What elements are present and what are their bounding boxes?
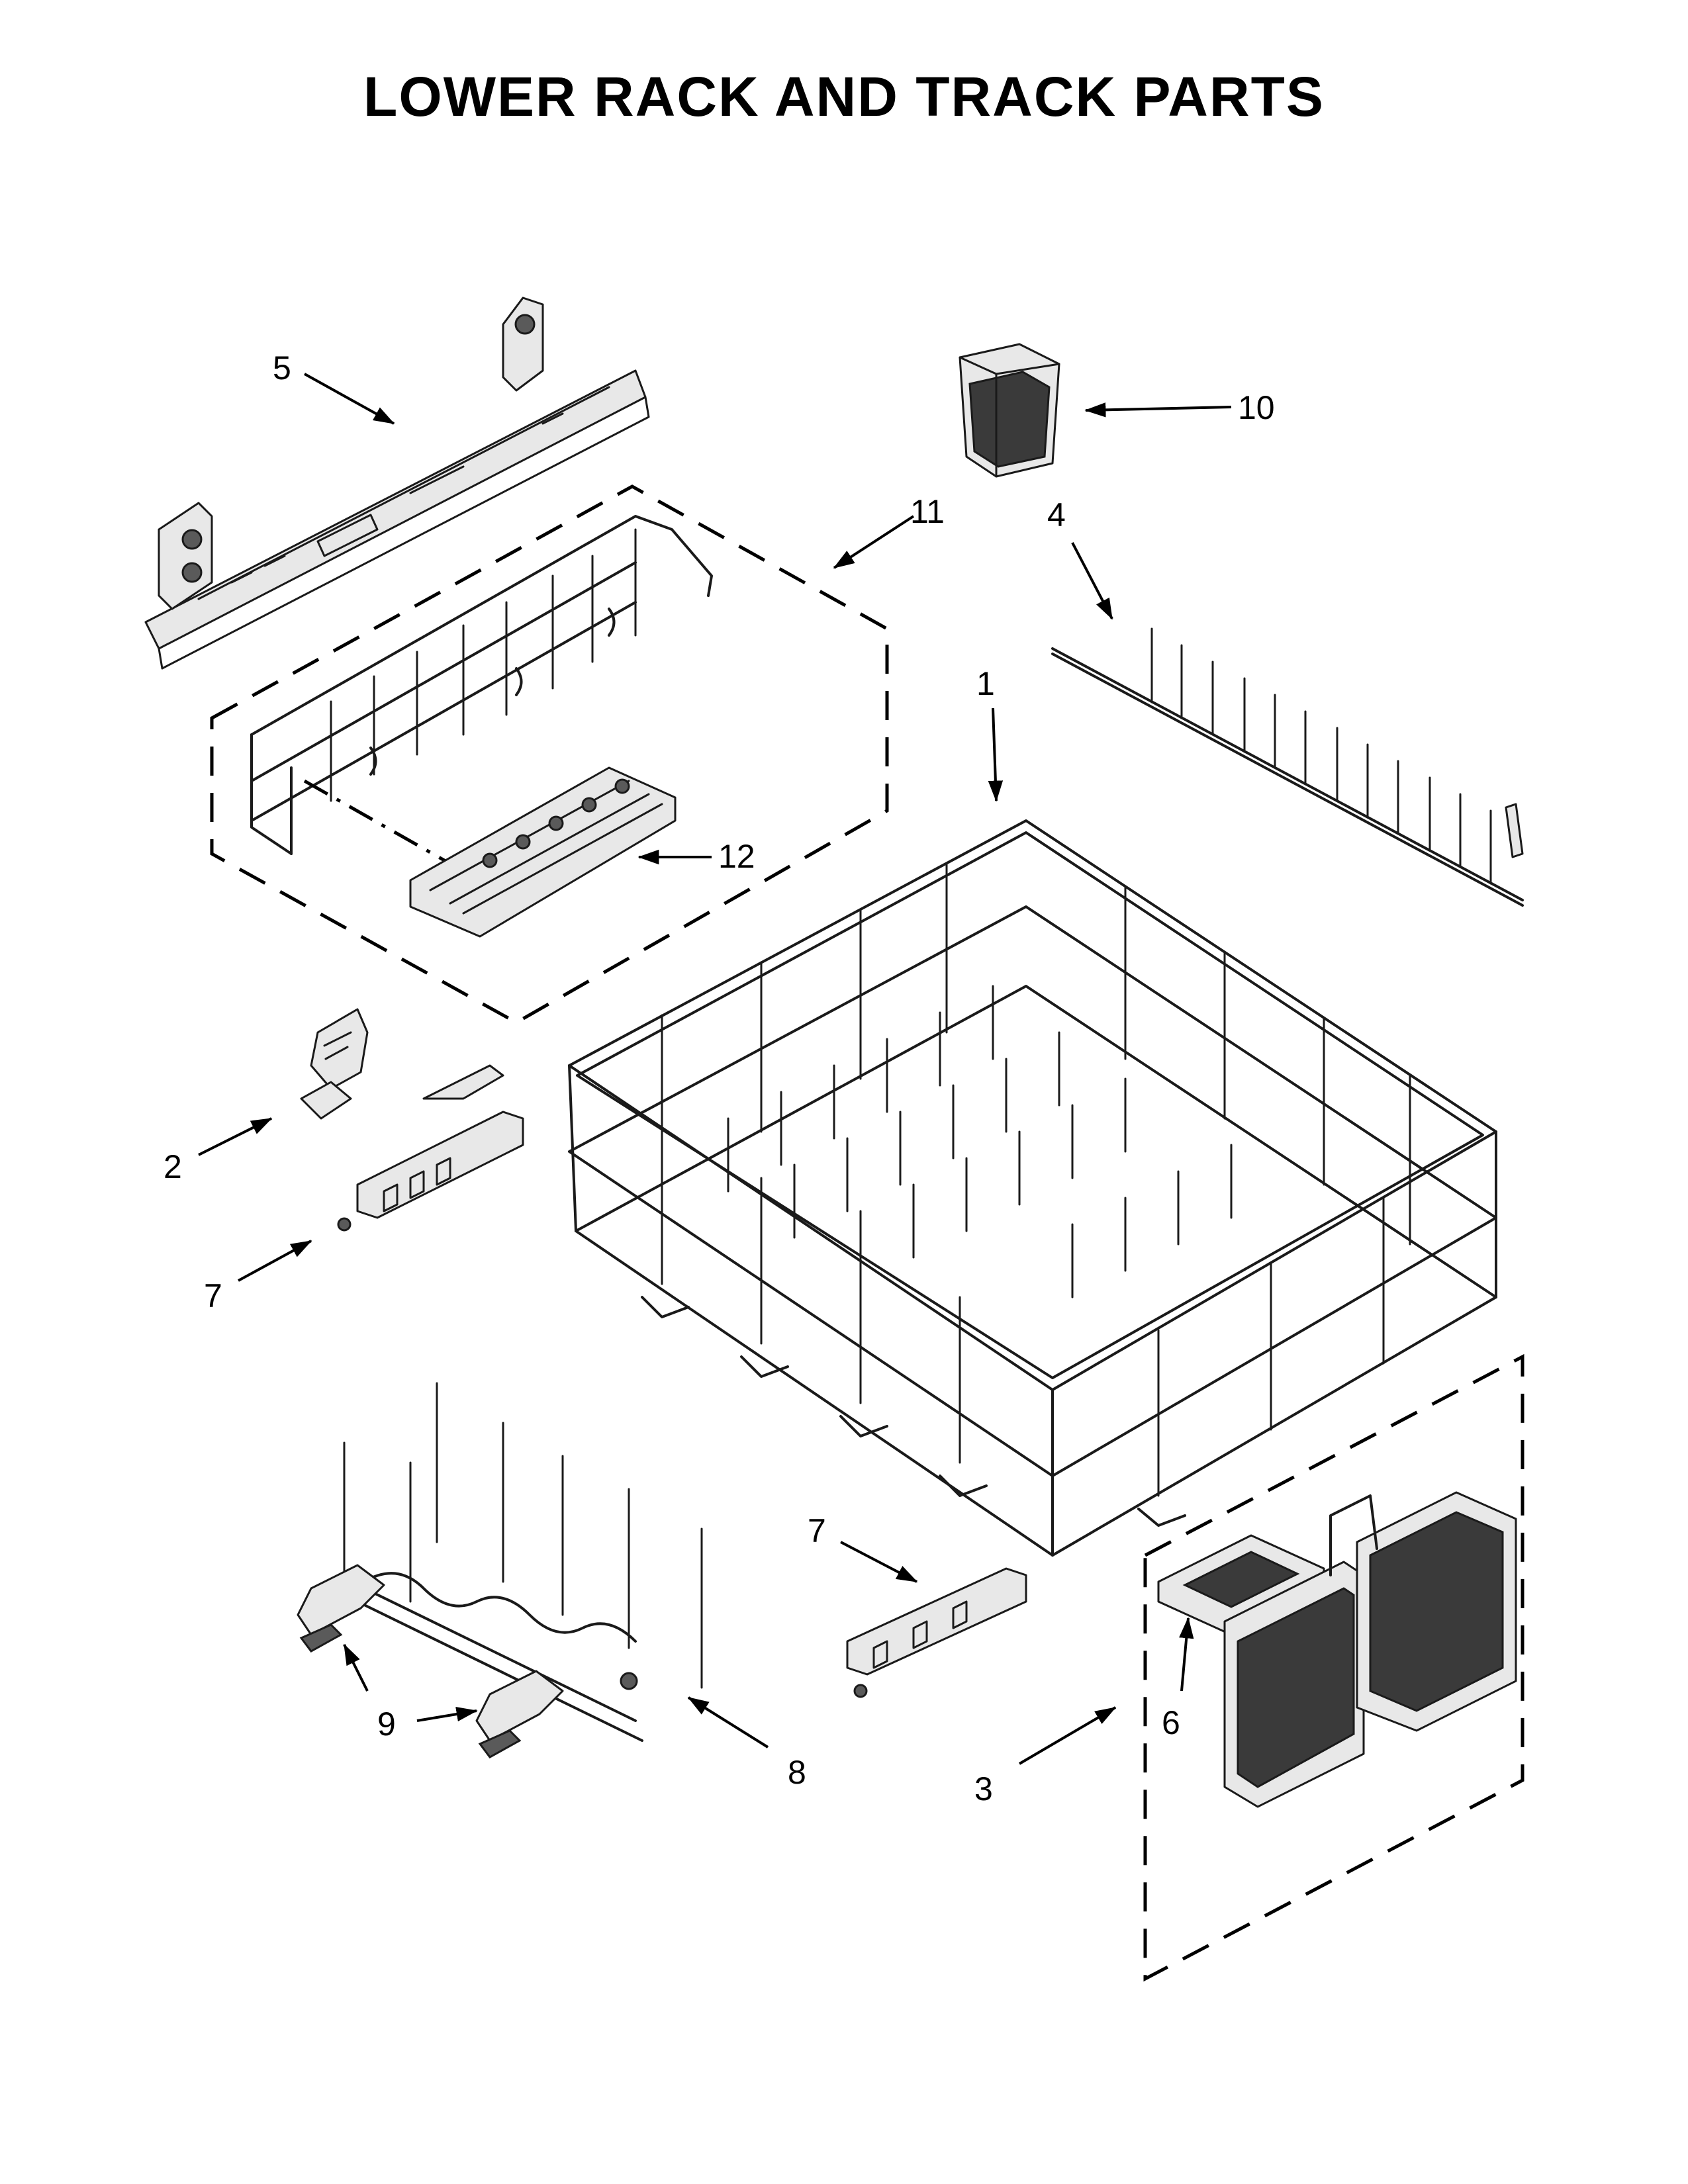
callout-5: 5 xyxy=(273,349,291,387)
callout-7-upper: 7 xyxy=(204,1277,222,1314)
part-8-wire-divider xyxy=(343,1382,703,1742)
callout-4: 4 xyxy=(1047,496,1066,533)
part-3-silverware-basket xyxy=(1223,1491,1517,1808)
part-12-fold-down-tine-insert xyxy=(409,766,677,938)
part-1-lower-rack xyxy=(568,819,1497,1557)
callout-12: 12 xyxy=(718,838,755,875)
leader-lines xyxy=(198,373,1232,1765)
callout-11: 11 xyxy=(910,493,945,530)
part-9-divider-clips xyxy=(297,1564,564,1758)
part-11-12-link-line xyxy=(303,779,451,866)
part-4-tine-row xyxy=(1051,627,1524,907)
callout-9: 9 xyxy=(377,1706,396,1743)
page-title: LOWER RACK AND TRACK PARTS xyxy=(363,66,1325,128)
part-5-rack-track xyxy=(144,296,650,670)
part-10-cutlery-cup xyxy=(959,343,1060,478)
callout-10: 10 xyxy=(1238,389,1275,426)
part-3-silverware-basket-group xyxy=(1143,1353,1524,1982)
callout-1: 1 xyxy=(976,665,995,702)
callout-8: 8 xyxy=(788,1754,806,1791)
callout-7-lower: 7 xyxy=(808,1512,826,1549)
callout-6: 6 xyxy=(1162,1704,1180,1741)
part-11-tine-assembly-group xyxy=(210,484,889,1024)
callout-3: 3 xyxy=(974,1770,993,1807)
callout-2: 2 xyxy=(164,1148,182,1185)
callouts: 5 10 11 4 1 12 2 7 7 9 8 6 3 xyxy=(164,349,1275,1807)
part-7-rack-stop-upper xyxy=(337,1064,524,1232)
part-2-rack-adjuster xyxy=(300,1008,369,1120)
part-7-rack-stop-lower xyxy=(846,1567,1027,1698)
